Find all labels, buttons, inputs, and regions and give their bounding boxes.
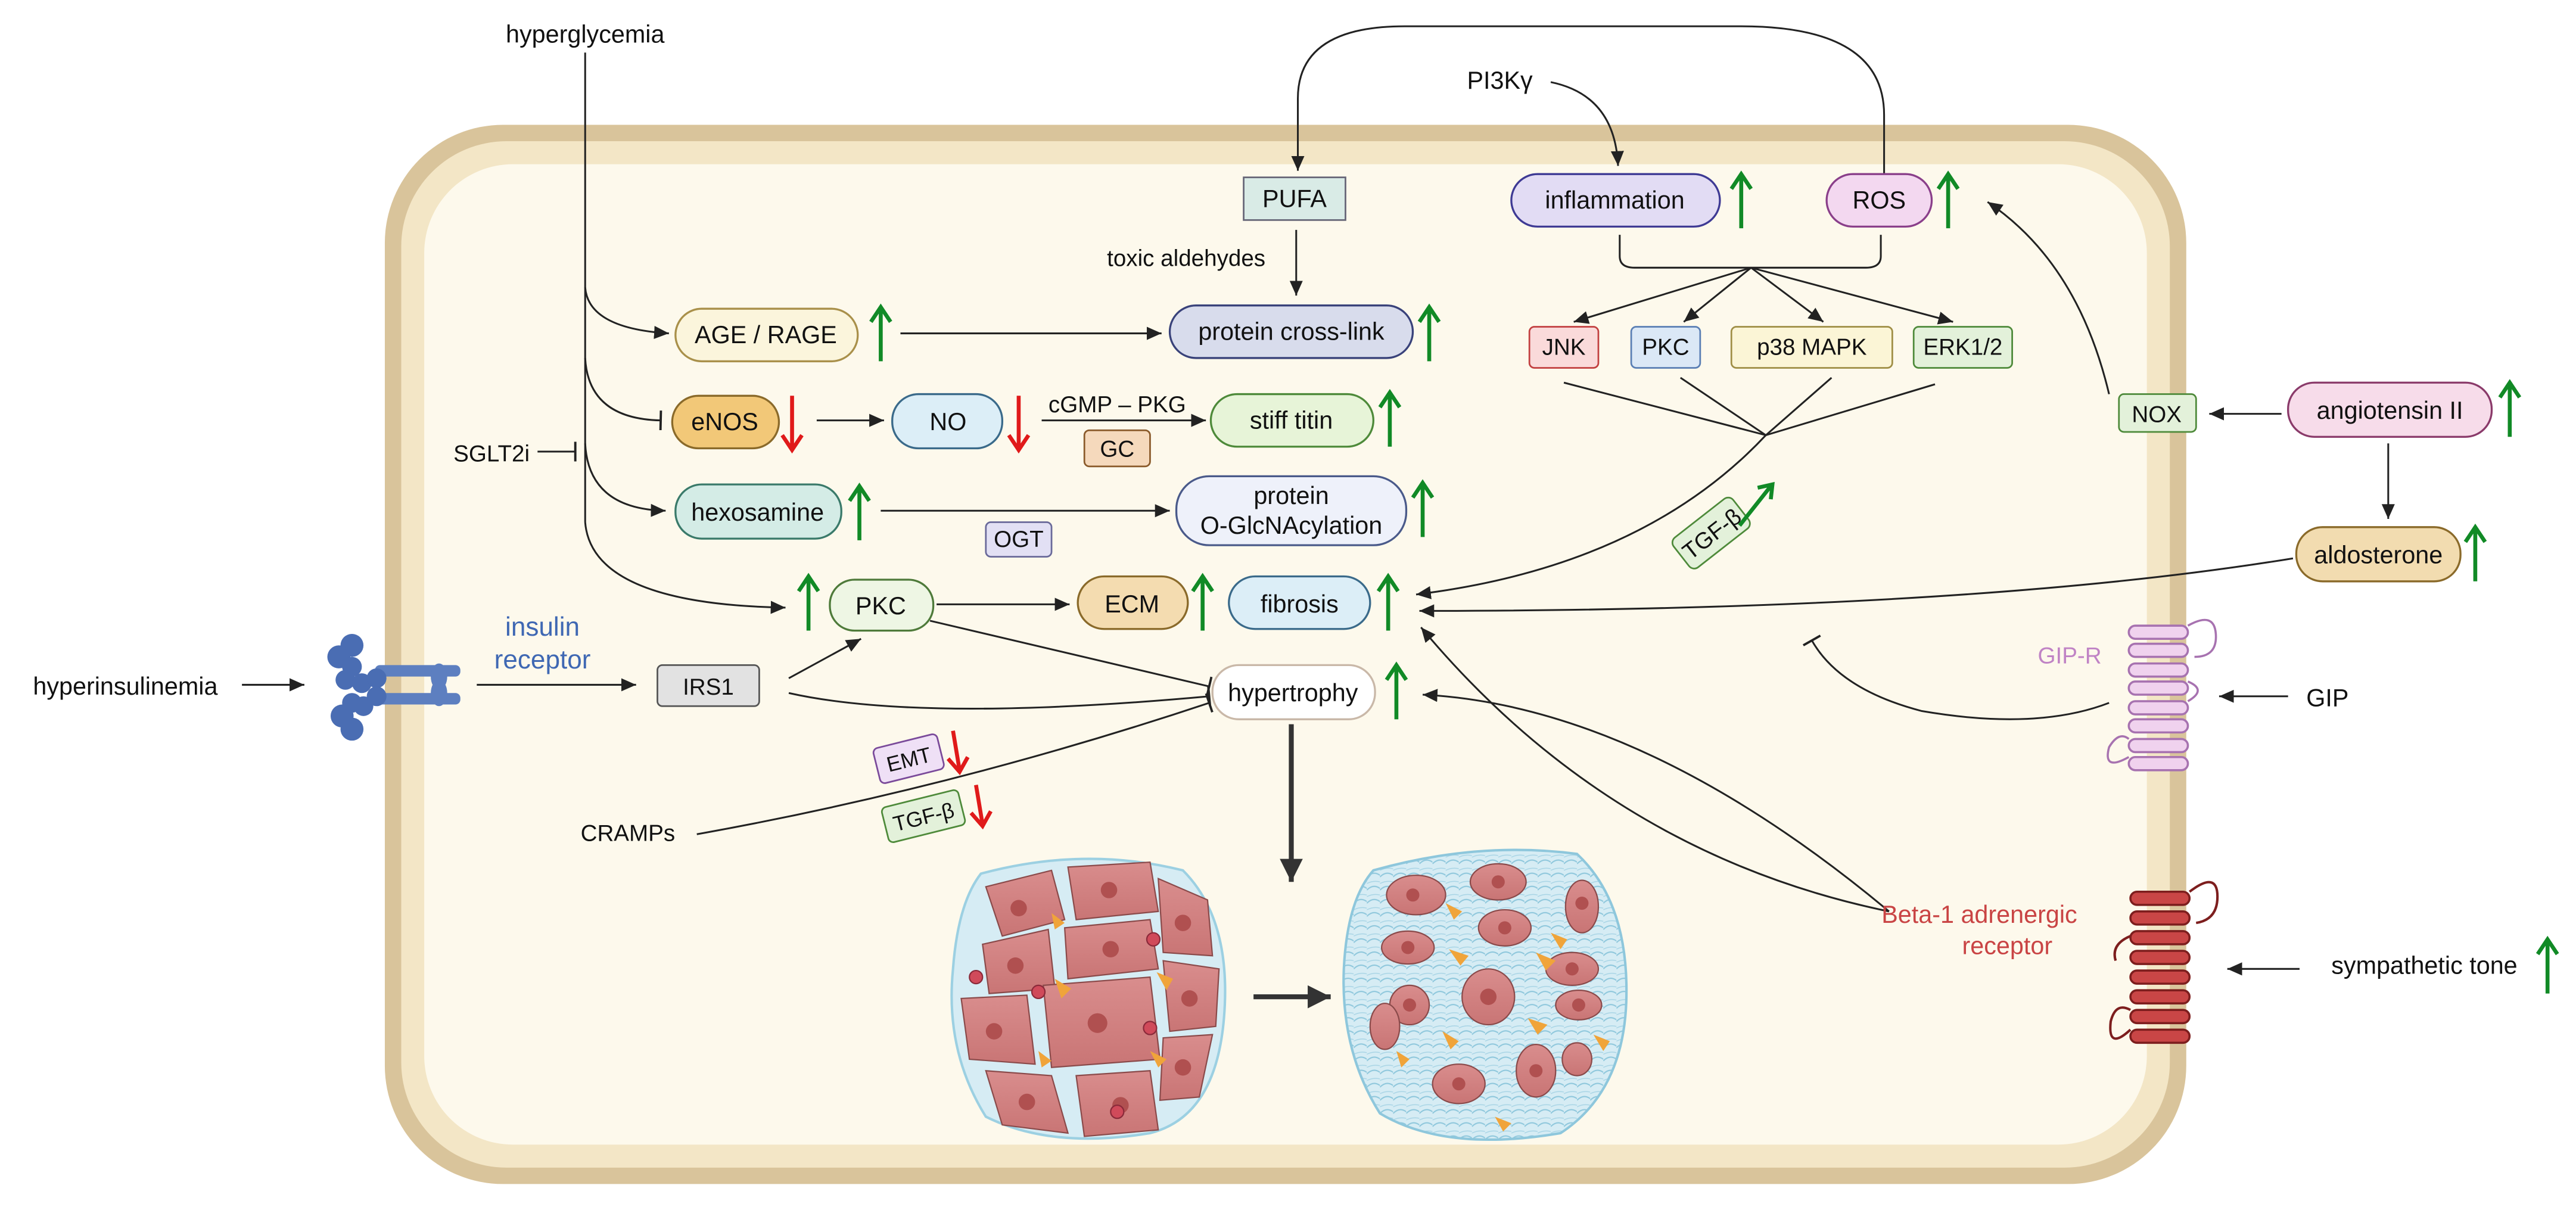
svg-text:NO: NO <box>929 408 966 436</box>
svg-text:OGT: OGT <box>994 527 1044 552</box>
svg-text:O-GlcNAcylation: O-GlcNAcylation <box>1200 512 1382 539</box>
down-arrow-no <box>1007 396 1031 454</box>
svg-text:angiotensin II: angiotensin II <box>2317 397 2463 424</box>
cell-membrane <box>384 125 2186 1184</box>
node-pkc-top: PKC <box>1630 326 1701 369</box>
svg-text:hexosamine: hexosamine <box>691 499 824 526</box>
svg-text:fibrosis: fibrosis <box>1261 590 1339 618</box>
down-arrow-enos <box>780 396 804 454</box>
node-enos: eNOS <box>671 394 780 450</box>
node-p38-mapk: p38 MAPK <box>1730 326 1893 369</box>
svg-text:PKC: PKC <box>855 592 906 620</box>
node-hexosamine: hexosamine <box>674 483 842 540</box>
fibrotic-myocardium-illustration <box>1342 848 1628 1141</box>
svg-text:inflammation: inflammation <box>1545 186 1684 214</box>
svg-text:IRS1: IRS1 <box>683 674 734 700</box>
up-arrow-inflammation <box>1729 170 1753 229</box>
cgmp-pkg-label: cGMP – PKG <box>1049 392 1186 418</box>
svg-text:AGE / RAGE: AGE / RAGE <box>695 321 837 349</box>
up-arrow-aldosterone <box>2463 523 2487 581</box>
toxic-aldehydes-label: toxic aldehydes <box>1107 246 1265 272</box>
hyperglycemia-label: hyperglycemia <box>506 21 664 48</box>
insulin-receptor-label-line1: insulin <box>505 612 580 642</box>
node-pkc-mid: PKC <box>829 578 935 632</box>
up-arrow-pkc-mid <box>797 573 820 631</box>
pi3k-label: PI3Kγ <box>1467 67 1533 94</box>
sympathetic-tone-label: sympathetic tone <box>2331 952 2517 979</box>
svg-text:aldosterone: aldosterone <box>2314 541 2443 568</box>
beta1-label-line1: Beta-1 adrenergic <box>1881 901 2077 928</box>
svg-text:protein cross-link: protein cross-link <box>1198 318 1385 346</box>
up-arrow-hexosamine <box>848 482 871 540</box>
cramps-label: CRAMPs <box>581 820 676 846</box>
svg-text:PKC: PKC <box>1642 334 1689 360</box>
svg-text:NOX: NOX <box>2132 402 2182 427</box>
insulin-receptor-icon <box>327 633 461 741</box>
up-arrow-age <box>869 303 892 362</box>
node-nox: NOX <box>2118 393 2197 433</box>
node-emt: EMT <box>872 733 945 784</box>
node-stiff-titin: stiff titin <box>1209 393 1374 448</box>
up-arrow-titin <box>1378 388 1402 447</box>
connector-lines <box>242 25 2395 976</box>
node-fibrosis: fibrosis <box>1228 575 1371 630</box>
up-arrow-fibrosis <box>1376 573 1400 631</box>
node-aldosterone: aldosterone <box>2295 526 2462 583</box>
down-arrow-emt <box>946 730 970 776</box>
up-arrow-sympathetic <box>2535 935 2559 994</box>
svg-text:protein: protein <box>1253 482 1329 509</box>
node-gc: GC <box>1083 429 1151 468</box>
down-arrow-tgfb-left <box>969 785 993 830</box>
node-tgfb-left: TGF-β <box>881 789 966 844</box>
up-arrow-hypertrophy <box>1385 661 1408 720</box>
node-ros: ROS <box>1825 173 1933 228</box>
node-pufa: PUFA <box>1243 176 1346 221</box>
up-arrow-ecm <box>1191 573 1214 631</box>
gip-label: GIP <box>2306 684 2348 711</box>
svg-text:GC: GC <box>1100 436 1134 462</box>
up-arrow-glcnac <box>1411 479 1435 537</box>
svg-text:JNK: JNK <box>1542 334 1586 360</box>
svg-text:ERK1/2: ERK1/2 <box>1923 334 2002 360</box>
up-arrow-crosslink <box>1417 303 1441 362</box>
up-arrow-ros <box>1936 170 1960 229</box>
node-age-rage: AGE / RAGE <box>674 307 859 363</box>
node-protein-crosslink: protein cross-link <box>1168 304 1414 359</box>
node-glcnacylation: protein O-GlcNAcylation <box>1175 475 1408 546</box>
node-ecm: ECM <box>1077 575 1189 630</box>
gip-receptor-icon <box>2107 618 2217 772</box>
up-arrow-angiotensin <box>2498 379 2522 437</box>
sglt2i-label: SGLT2i <box>453 441 530 467</box>
beta1-label-line2: receptor <box>1962 932 2053 960</box>
beta1-receptor-icon <box>2109 881 2219 1044</box>
svg-text:ROS: ROS <box>1853 186 1906 214</box>
node-ogt: OGT <box>985 521 1053 558</box>
svg-text:eNOS: eNOS <box>691 408 758 436</box>
node-inflammation: inflammation <box>1510 173 1721 228</box>
svg-text:hypertrophy: hypertrophy <box>1228 679 1358 707</box>
svg-text:PUFA: PUFA <box>1262 185 1327 212</box>
node-jnk: JNK <box>1528 326 1600 369</box>
node-erk: ERK1/2 <box>1912 326 2013 369</box>
node-irs1: IRS1 <box>657 664 760 707</box>
node-hypertrophy: hypertrophy <box>1211 664 1376 720</box>
gip-r-label: GIP-R <box>2037 643 2101 669</box>
node-angiotensin: angiotensin II <box>2287 381 2493 438</box>
node-no: NO <box>891 393 1004 450</box>
hyperinsulinemia-label: hyperinsulinemia <box>33 673 217 700</box>
svg-text:p38 MAPK: p38 MAPK <box>1757 334 1867 360</box>
svg-text:stiff titin: stiff titin <box>1250 406 1333 434</box>
up-arrow-tgfb-right <box>1738 481 1775 527</box>
regulation-arrows <box>780 170 2559 994</box>
svg-text:ECM: ECM <box>1105 590 1159 618</box>
normal-myocardium-illustration <box>950 857 1227 1140</box>
insulin-receptor-label-line2: receptor <box>494 645 591 674</box>
